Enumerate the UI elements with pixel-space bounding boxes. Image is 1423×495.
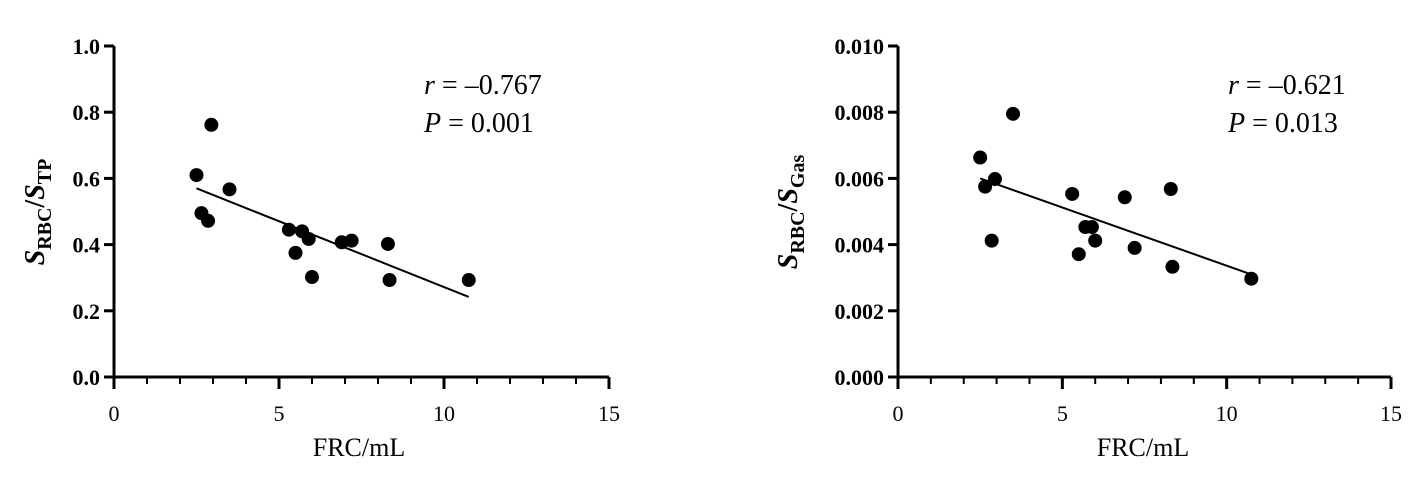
chart-right-x-tick-label: 0 — [893, 401, 904, 426]
chart-left-data-point — [204, 117, 219, 132]
chart-left-y-tick-label: 0.6 — [73, 166, 101, 191]
chart-right-ylabel-s1: S — [773, 254, 804, 270]
chart-right-ylabel: SRBC/SGas — [773, 155, 809, 270]
chart-left-axes: 0.0 0.2 0.4 0.6 0.8 1.0 0 5 10 15 — [73, 34, 621, 426]
chart-right-x-tick-label: 15 — [1380, 401, 1402, 426]
chart-right-x-tick-label: 10 — [1216, 401, 1238, 426]
chart-left-p-label: P — [423, 108, 441, 139]
chart-right-ylabel-slash: / — [773, 202, 804, 212]
chart-right-data-point — [973, 150, 988, 165]
chart-left-ylabel-slash: / — [20, 199, 51, 209]
chart-right-data-point — [1244, 271, 1259, 286]
chart-left-x-tick-label: 15 — [598, 401, 620, 426]
chart-right-axes: 0.000 0.002 0.004 0.006 0.008 0.010 0 5 10 15 — [835, 34, 1403, 426]
chart-right-ylabel-sub2: Gas — [787, 155, 809, 189]
chart-left-x-tick-label: 10 — [433, 401, 455, 426]
chart-right-p-stat: P = 0.013 — [1227, 108, 1338, 139]
chart-right-data-point — [1127, 240, 1142, 255]
chart-right-y-tick-label: 0.008 — [835, 100, 885, 125]
chart-left-y-tick-label: 0.2 — [73, 299, 101, 324]
chart-right-data-point — [1163, 181, 1178, 196]
chart-right-p-label: P — [1227, 108, 1245, 139]
chart-left-data-point — [222, 182, 237, 197]
chart-right-y-tick-label: 0.000 — [835, 365, 885, 390]
chart-right-data-point — [1071, 247, 1086, 262]
chart-left-r-label: r — [424, 70, 435, 101]
chart-right-points — [973, 106, 1259, 286]
chart-left-r-stat: r = –0.767 — [424, 70, 542, 101]
chart-right-data-point — [1065, 186, 1080, 201]
chart-left-data-point — [344, 233, 359, 248]
chart-right-r-stat: r = –0.621 — [1228, 70, 1346, 101]
chart-left-data-point — [305, 270, 319, 285]
chart-right-y-tick-label: 0.010 — [835, 34, 885, 59]
chart-left-r-value: = –0.767 — [435, 70, 542, 101]
chart-left-data-point — [201, 213, 216, 228]
chart-right-data-point — [1117, 190, 1132, 205]
chart-right-r-label: r — [1228, 70, 1239, 101]
chart-left-p-stat: P = 0.001 — [423, 108, 534, 139]
chart-right-xlabel: FRC/mL — [1097, 433, 1189, 462]
chart-right-data-point — [984, 233, 999, 248]
chart-left-data-point — [382, 273, 397, 288]
chart-left-ylabel: SRBC/STP — [20, 159, 56, 266]
chart-right-data-point — [1165, 259, 1180, 274]
chart-left-ylabel-s1: S — [20, 250, 51, 266]
chart-left-data-point — [380, 236, 395, 251]
chart-right-y-tick-label: 0.002 — [835, 299, 885, 324]
chart-right-data-point — [1084, 220, 1099, 235]
chart-left-regression-line — [196, 187, 470, 298]
chart-right-data-point — [1006, 106, 1021, 121]
chart-left-xlabel: FRC/mL — [313, 433, 405, 462]
chart-left-data-point — [288, 245, 303, 260]
chart-right-y-tick-label: 0.006 — [835, 166, 885, 191]
chart-left-y-tick-label: 0.0 — [73, 365, 101, 390]
chart-right-ylabel-s2: S — [773, 188, 804, 204]
chart-left-data-point — [189, 168, 204, 183]
chart-left-ylabel-s2: S — [20, 184, 51, 200]
chart-left-data-point — [461, 273, 476, 288]
chart-left-x-tick-label: 5 — [274, 401, 285, 426]
chart-left-y-tick-label: 0.8 — [73, 100, 101, 125]
chart-right-data-point — [978, 179, 993, 194]
chart-left-x-tick-label: 0 — [109, 401, 120, 426]
chart-left-y-tick-label: 0.4 — [73, 233, 101, 258]
chart-right-y-tick-label: 0.004 — [835, 233, 885, 258]
chart-right-r-value: = –0.621 — [1239, 70, 1346, 101]
chart-right-fit — [979, 177, 1252, 276]
chart-right-regression-line — [979, 177, 1252, 276]
chart-left-p-value: = 0.001 — [441, 108, 534, 139]
chart-right-p-value: = 0.013 — [1245, 108, 1338, 139]
chart-left-y-tick-label: 1.0 — [73, 34, 101, 59]
chart-left-ylabel-sub1: RBC — [34, 208, 56, 250]
chart-left-ylabel-sub2: TP — [34, 159, 56, 185]
chart-left-fit — [196, 187, 470, 298]
chart-right-ylabel-sub1: RBC — [787, 211, 809, 253]
chart-right-x-tick-label: 5 — [1057, 401, 1068, 426]
chart-right-data-point — [1088, 233, 1103, 248]
